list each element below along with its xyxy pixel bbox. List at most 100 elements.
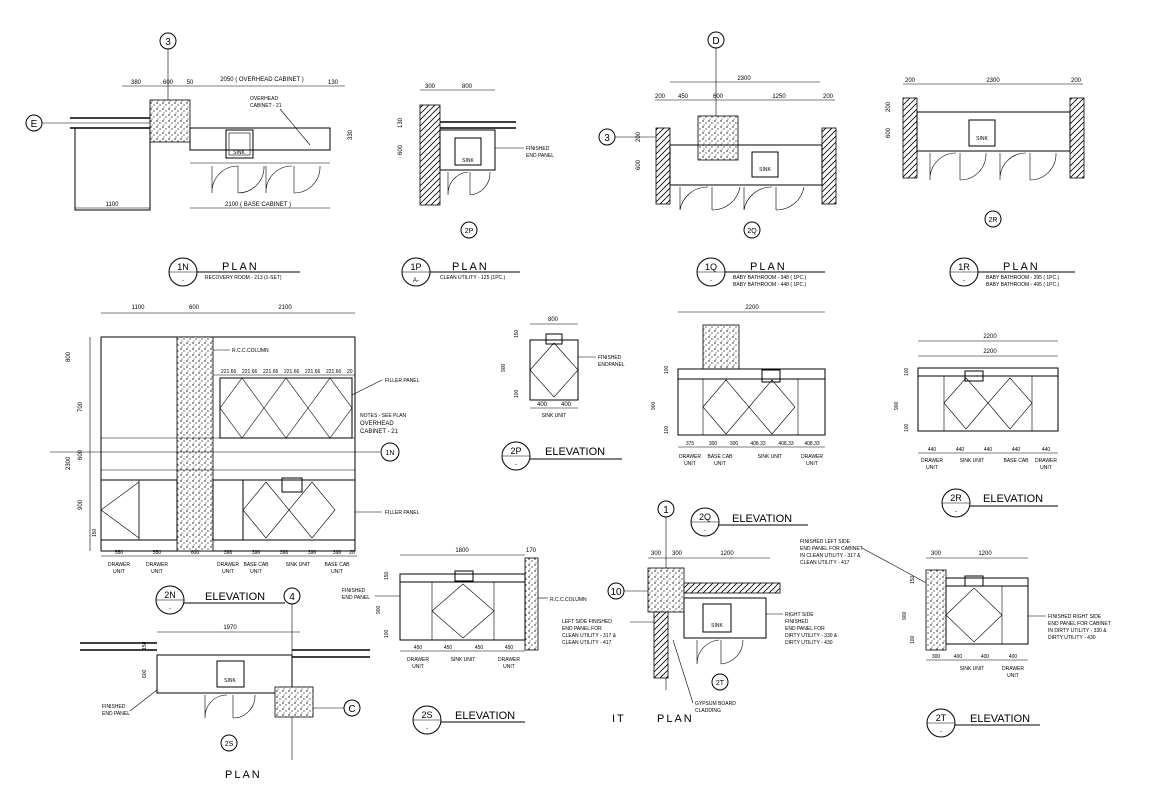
note-text: END PANEL FOR — [785, 626, 825, 632]
dim-text: 450 — [414, 645, 423, 651]
unit-label: DRAWER — [217, 562, 239, 568]
dim-text: 300 — [932, 654, 941, 660]
unit-label: DRAWER — [801, 454, 823, 460]
note-text: CLEAN UTILITY - 417 — [800, 560, 850, 566]
dim-text: 900 — [894, 401, 900, 410]
dim-text: 150 — [910, 575, 916, 584]
unit-label: UNIT — [331, 569, 343, 575]
dim-text: 200 — [905, 78, 916, 84]
unit-label: UNIT — [806, 461, 818, 467]
note-text: END PANEL — [102, 711, 130, 717]
note-text: OVERHEAD — [250, 96, 278, 102]
dim-text: 150 — [92, 528, 98, 537]
dim-text: 400 — [954, 654, 963, 660]
view-title: IT — [612, 713, 626, 725]
note-text: FINISHED — [526, 146, 550, 152]
view-id: 1Q — [705, 262, 717, 272]
dim-text: 100 — [664, 365, 670, 374]
note-text: END PANEL FOR — [562, 626, 602, 632]
grid-label: 4 — [289, 592, 295, 603]
dim-text: 200 — [886, 101, 892, 112]
note-text: FINISHED — [342, 588, 366, 594]
dim-text: 1200 — [720, 551, 734, 557]
unit-label: UNIT — [151, 569, 163, 575]
dim-text: 300 — [730, 441, 739, 447]
sink-label: SINK — [711, 623, 723, 629]
note-text: CABINET - 21 — [250, 103, 282, 109]
section-marker-label: 2P — [465, 228, 474, 235]
unit-label: DRAWER — [1035, 458, 1057, 464]
grid-label: 3 — [604, 133, 610, 144]
view-id: 2R — [950, 493, 962, 503]
section-marker — [380, 442, 400, 462]
view-title: ELEVATION — [732, 513, 792, 525]
dim-text: 20 — [347, 369, 353, 375]
dim-text: 150 — [142, 641, 148, 650]
section-marker — [460, 221, 478, 239]
dim-text: 800 — [66, 351, 72, 362]
unit-label: UNIT — [113, 569, 125, 575]
rcc-column — [176, 336, 214, 552]
dim-text: 550 — [115, 550, 124, 556]
view-ref: - — [955, 509, 957, 515]
view-title: PLAN — [750, 261, 787, 273]
dim-text: 221.66 — [242, 369, 258, 375]
dim-text: 100 — [384, 629, 390, 638]
unit-label: UNIT — [412, 664, 424, 670]
dim-text: 600 — [886, 127, 892, 138]
sink-label: SINK — [462, 158, 474, 164]
dim-text: 396 — [252, 550, 261, 556]
view-ref: - — [515, 462, 517, 468]
unit-label: SINK UNIT — [542, 413, 567, 419]
view-ref: - — [182, 278, 184, 284]
sink-fixture — [216, 660, 245, 688]
dim-text: 396 — [280, 550, 289, 556]
note-text: IN CLEAN UTILITY - 317 & — [800, 553, 861, 559]
dim-text: 200 — [823, 94, 834, 100]
dim-text: 130 — [398, 117, 404, 128]
sink-fixture — [225, 129, 254, 159]
view-ref: - — [710, 278, 712, 284]
note-text: FILLER PANEL — [385, 378, 420, 384]
sink-fixture — [702, 603, 732, 633]
dim-text: 440 — [956, 447, 965, 453]
note-text: CLEAN UTILITY - 317 & — [562, 633, 617, 639]
dim-text: 900 — [902, 611, 908, 620]
dim-text: 100 — [910, 635, 916, 644]
dim-text: 1800 — [455, 548, 469, 554]
view-id: 1N — [177, 262, 189, 272]
dim-text: 2100 ( BASE CABINET ) — [225, 202, 291, 208]
note-text: R.C.C.COLUMN — [550, 597, 587, 603]
dim-text: 400 — [1009, 654, 1018, 660]
dim-text: 100 — [664, 425, 670, 434]
unit-label: DRAWER — [146, 562, 168, 568]
plan-1R: 200 2300 200 SINK 200 600 2R 1R - PLAN B… — [886, 78, 1085, 288]
dim-text: 300 — [425, 84, 436, 90]
elevation-2P: 800 FINISHED ENDPANEL 150 900 100 400 40… — [501, 317, 625, 471]
section-marker — [711, 673, 729, 691]
sink-label: SINK — [224, 678, 236, 684]
view-id: 1R — [958, 262, 970, 272]
unit-label: DRAWER — [108, 562, 130, 568]
note-text: NOTES:- SEE PLAN — [360, 413, 407, 419]
dim-text: 450 — [475, 645, 484, 651]
unit-label: DRAWER — [1002, 666, 1024, 672]
view-ref: - — [169, 606, 171, 612]
view-title: ELEVATION — [455, 710, 515, 722]
dim-text: 600 — [189, 305, 200, 311]
unit-label: SINK UNIT — [451, 657, 476, 663]
dim-text: 330 — [348, 129, 354, 140]
unit-label: DRAWER — [921, 458, 943, 464]
section-marker-label: 2Q — [747, 228, 757, 235]
dim-text: 2300 — [986, 78, 1000, 84]
dim-text: 221.66 — [284, 369, 300, 375]
dim-text: 150 — [384, 571, 390, 580]
dim-text: 221.66 — [221, 369, 237, 375]
unit-label: UNIT — [503, 664, 515, 670]
dim-text: 396 — [224, 550, 233, 556]
dim-text: 800 — [548, 317, 559, 323]
plan-1Q: D 3 2300 200 450 600 1250 200 SINK 200 6… — [598, 31, 837, 288]
dim-text: 375 — [686, 441, 695, 447]
plan-1P: 300 800 SINK FINISHED END PANEL 130 600 … — [398, 84, 554, 287]
dim-text: 450 — [444, 645, 453, 651]
